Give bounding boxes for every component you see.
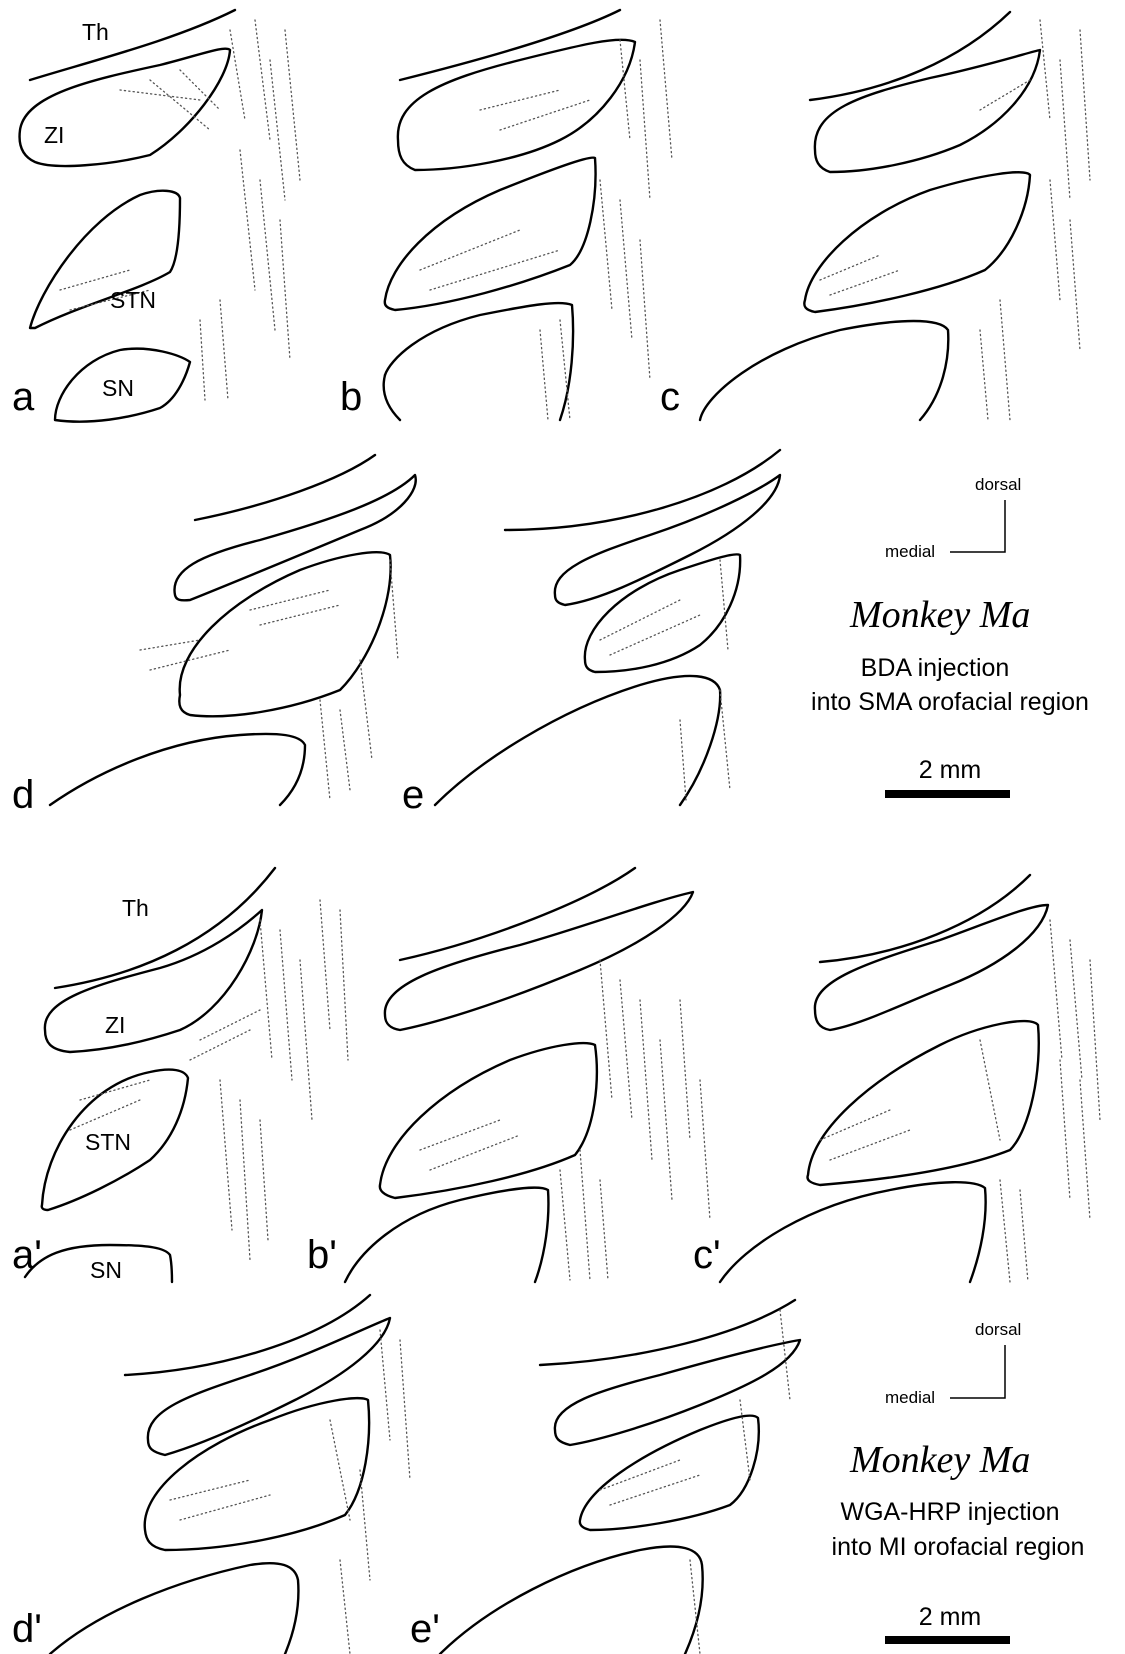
zona-incerta-outline xyxy=(555,1340,800,1445)
substantia-nigra-outline xyxy=(385,303,573,420)
label-th-prime: Th xyxy=(122,895,149,921)
orientation-dorsal: dorsal xyxy=(975,475,1021,494)
zona-incerta-outline xyxy=(148,1318,390,1455)
orientation-medial-bottom: medial xyxy=(885,1388,935,1407)
panel-d-prime-drawing xyxy=(50,1295,410,1654)
thalamus-boundary xyxy=(125,1295,370,1375)
fiber-label xyxy=(820,20,1090,420)
orientation-axes-bottom xyxy=(950,1345,1005,1398)
panel-c-prime-drawing xyxy=(720,875,1100,1282)
substantia-nigra-outline xyxy=(435,676,720,805)
panel-label-a-prime: a' xyxy=(12,1233,42,1277)
panel-label-e: e xyxy=(402,773,424,817)
label-zi: ZI xyxy=(44,122,64,148)
zona-incerta-outline xyxy=(20,49,230,166)
thalamus-boundary xyxy=(505,450,780,530)
orientation-medial: medial xyxy=(885,542,935,561)
legend-line-1: BDA injection xyxy=(861,654,1010,682)
label-th: Th xyxy=(82,19,109,45)
panel-a-prime-drawing xyxy=(25,868,348,1282)
substantia-nigra-outline xyxy=(720,1182,986,1282)
scale-bar-label-bottom: 2 mm xyxy=(919,1603,982,1631)
zona-incerta-outline xyxy=(385,892,693,1030)
subthalamic-nucleus-outline xyxy=(30,191,180,328)
panel-label-c-prime: c' xyxy=(693,1233,721,1277)
substantia-nigra-lower xyxy=(384,375,400,420)
substantia-nigra-outline xyxy=(50,734,305,805)
thalamus-boundary xyxy=(195,455,375,520)
fiber-label xyxy=(70,900,348,1260)
subthalamic-nucleus-outline xyxy=(580,1416,759,1530)
orientation-dorsal-bottom: dorsal xyxy=(975,1320,1021,1339)
panel-label-c: c xyxy=(660,375,680,419)
panel-b-drawing xyxy=(384,10,672,420)
panel-c-drawing xyxy=(700,12,1090,420)
panel-label-d: d xyxy=(12,773,34,817)
thalamus-boundary xyxy=(540,1300,795,1365)
fiber-label xyxy=(420,20,672,420)
panel-b-prime-drawing xyxy=(345,868,710,1282)
fiber-label xyxy=(170,1330,410,1654)
panel-e-drawing xyxy=(435,450,780,805)
legend-top: dorsal medial Monkey Ma BDA injection in… xyxy=(811,475,1089,798)
label-sn-prime: SN xyxy=(90,1257,122,1283)
panel-label-a: a xyxy=(12,375,35,419)
substantia-nigra-outline xyxy=(50,1563,298,1654)
panel-a-drawing xyxy=(20,10,300,422)
zona-incerta-outline xyxy=(398,40,635,170)
label-stn-prime: STN xyxy=(85,1129,131,1155)
legend-bottom: dorsal medial Monkey Ma WGA-HRP injectio… xyxy=(832,1320,1085,1644)
panel-e-prime-drawing xyxy=(440,1300,800,1654)
subthalamic-nucleus-outline xyxy=(804,172,1030,312)
subthalamic-nucleus-outline xyxy=(145,1398,369,1550)
fiber-label xyxy=(820,920,1100,1282)
panel-label-d-prime: d' xyxy=(12,1607,42,1651)
label-stn: STN xyxy=(110,287,156,313)
panel-label-e-prime: e' xyxy=(410,1607,440,1651)
label-zi-prime: ZI xyxy=(105,1012,125,1038)
fiber-label xyxy=(600,1310,790,1654)
scale-bar xyxy=(885,790,1010,798)
substantia-nigra-outline xyxy=(345,1188,548,1282)
zona-incerta-outline xyxy=(555,475,780,605)
legend-title-bottom: Monkey Ma xyxy=(849,1439,1030,1481)
thalamus-boundary xyxy=(810,12,1010,100)
subthalamic-nucleus-outline xyxy=(585,554,740,672)
scale-bar-label: 2 mm xyxy=(919,756,982,784)
legend-line-2-bottom: into MI orofacial region xyxy=(832,1533,1085,1561)
label-sn: SN xyxy=(102,375,134,401)
legend-line-1-bottom: WGA-HRP injection xyxy=(840,1498,1059,1526)
zona-incerta-outline xyxy=(45,910,262,1052)
panel-label-b: b xyxy=(340,375,362,419)
panel-label-b-prime: b' xyxy=(307,1233,337,1277)
zona-incerta-outline xyxy=(815,905,1048,1030)
thalamus-boundary xyxy=(30,10,235,80)
fiber-label xyxy=(420,960,710,1280)
substantia-nigra-outline xyxy=(440,1546,703,1654)
subthalamic-nucleus-outline xyxy=(380,1043,597,1198)
subthalamic-nucleus-outline xyxy=(385,158,596,310)
fiber-label xyxy=(140,560,398,800)
subthalamic-nucleus-outline xyxy=(808,1021,1039,1185)
subthalamic-nucleus-outline xyxy=(179,552,390,716)
orientation-axes xyxy=(950,500,1005,552)
panel-d-drawing xyxy=(50,455,416,805)
substantia-nigra-outline xyxy=(700,321,948,420)
legend-title: Monkey Ma xyxy=(849,594,1030,636)
scale-bar-bottom xyxy=(885,1636,1010,1644)
legend-line-2: into SMA orofacial region xyxy=(811,688,1089,716)
